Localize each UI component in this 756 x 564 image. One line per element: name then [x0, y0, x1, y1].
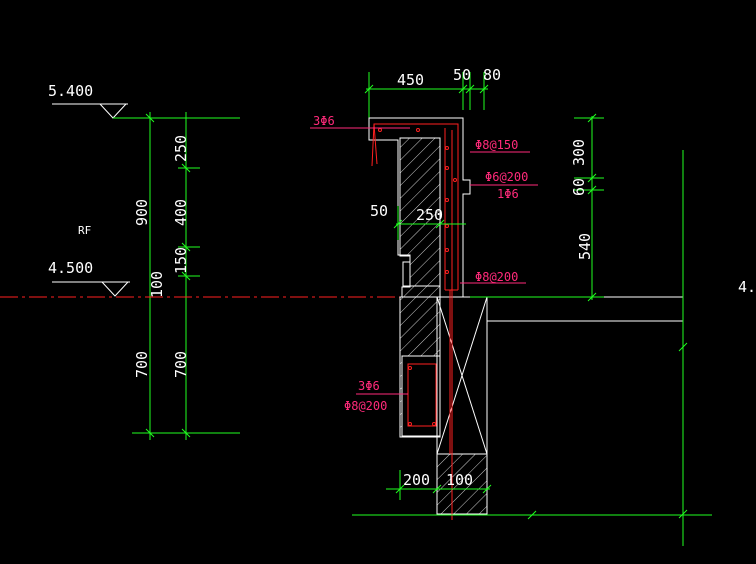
rf-label: RF: [78, 224, 91, 237]
dim-bottom-100: 100: [446, 471, 473, 489]
rebar-lines: [371, 123, 459, 520]
dim-inner-150: 150: [172, 247, 190, 274]
dim-inner-250: 250: [172, 135, 190, 162]
level-right-cut-label: 4.5: [738, 278, 756, 296]
level-mid-label: 4.500: [48, 259, 93, 277]
right-dimension-lines: [470, 113, 688, 546]
dim-top-450: 450: [397, 71, 424, 89]
middle-dimension-lines: [393, 206, 466, 240]
dim-right-60: 60: [570, 178, 588, 196]
dim-inner-700: 700: [172, 351, 190, 378]
dim-bottom-200: 200: [403, 471, 430, 489]
dim-right-300: 300: [570, 139, 588, 166]
rebar-label-top-bars: 3Φ6: [313, 114, 335, 128]
top-dimension-lines: [364, 72, 489, 120]
dim-right-540: 540: [576, 233, 594, 260]
rebar-label-beam-stirrup: Φ8@200: [344, 399, 387, 413]
rebar-label-stirrup-150: Φ8@150: [475, 138, 518, 152]
dim-left-700: 700: [133, 351, 151, 378]
rebar-leaders: [310, 127, 538, 395]
level-top-label: 5.400: [48, 82, 93, 100]
rebar-label-dist-200: Φ6@200: [485, 170, 528, 184]
rebar-label-beam-bars: 3Φ6: [358, 379, 380, 393]
dim-top-80: 80: [483, 66, 501, 84]
left-dimension-lines: [132, 112, 240, 440]
dim-left-900: 900: [133, 199, 151, 226]
parapet-section-outline: [368, 117, 683, 515]
dim-inner-400: 400: [172, 199, 190, 226]
level-marker-top: [52, 103, 240, 119]
bottom-dimension-lines: [352, 470, 712, 520]
dim-top-50: 50: [453, 66, 471, 84]
rebar-label-vert-200: Φ8@200: [475, 270, 518, 284]
dim-side-50: 50: [370, 202, 388, 220]
dim-left-100: 100: [148, 271, 166, 298]
level-marker-mid: [52, 281, 130, 297]
dim-mid-250: 250: [416, 206, 443, 224]
rebar-label-single-bar: 1Φ6: [497, 187, 519, 201]
